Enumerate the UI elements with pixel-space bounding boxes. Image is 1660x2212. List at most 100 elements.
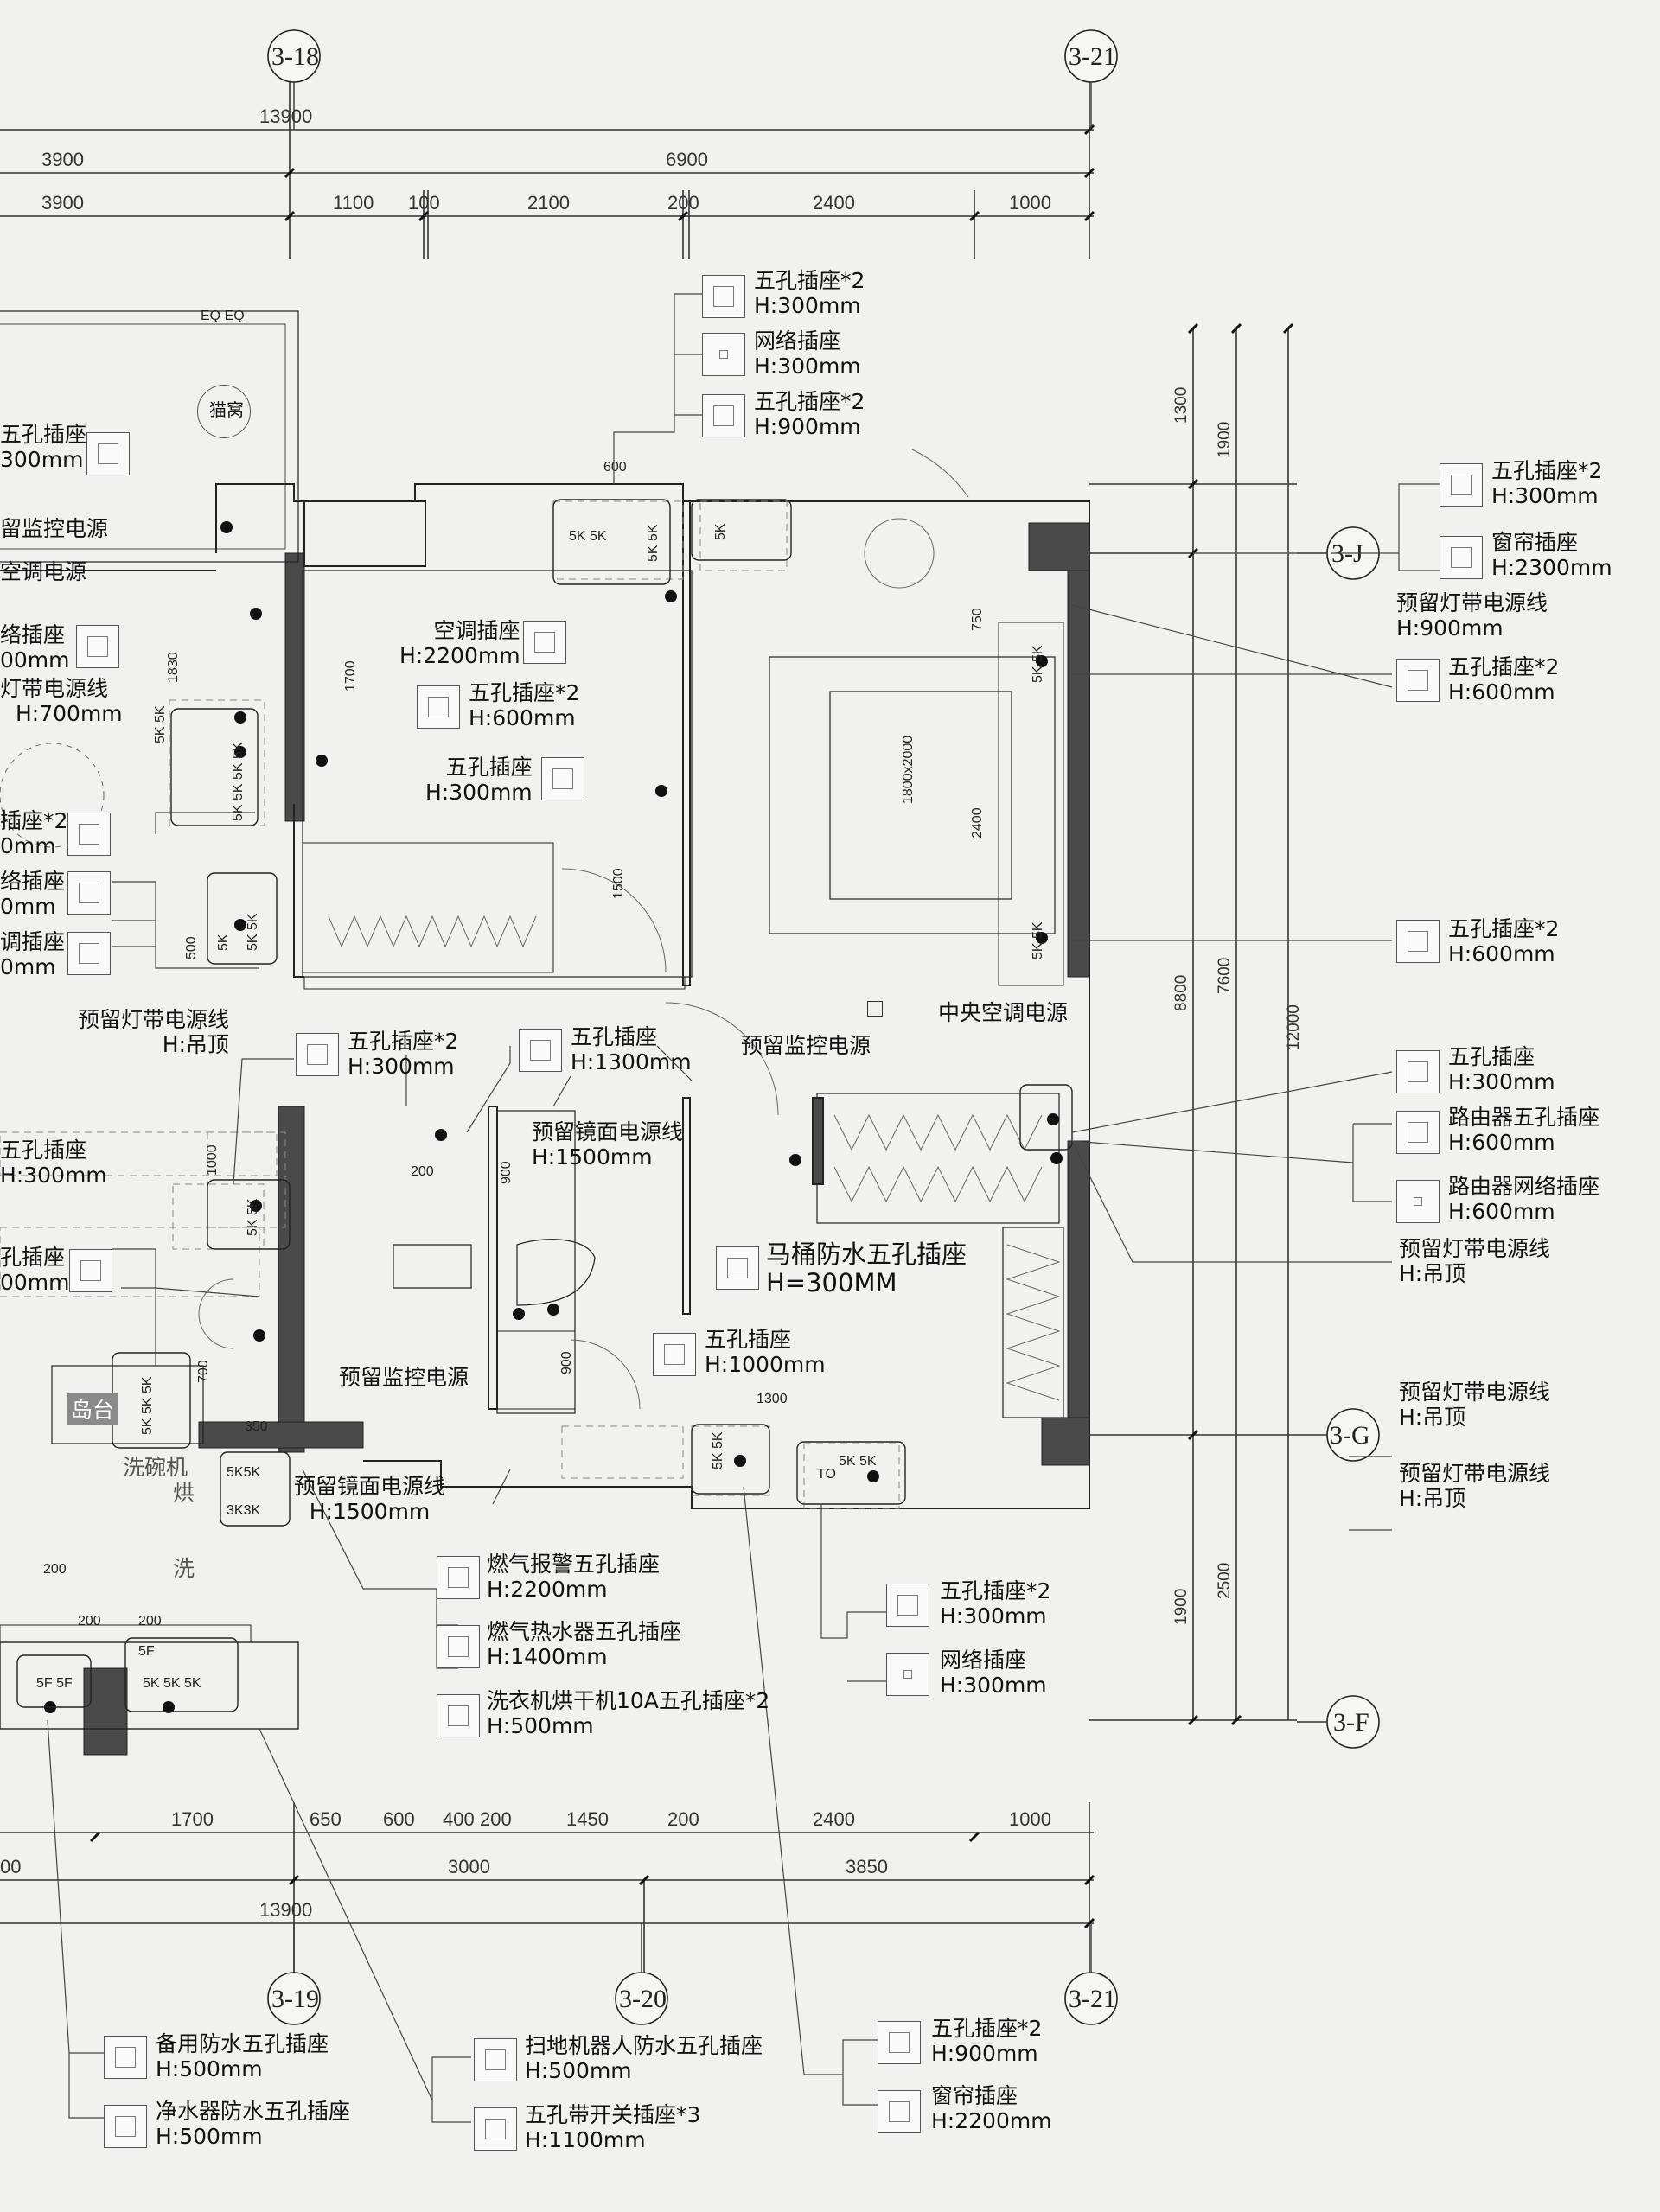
outlet-symbol bbox=[67, 813, 111, 856]
outlet-symbol bbox=[86, 432, 130, 475]
svg-text:750: 750 bbox=[970, 608, 985, 631]
curtain-outlet-symbol bbox=[1440, 536, 1483, 579]
svg-text:2500: 2500 bbox=[1216, 1563, 1234, 1599]
svg-text:5K 5K 5K 5K: 5K 5K 5K 5K bbox=[231, 742, 246, 821]
axis-bubble-bottom-2: 3-20 bbox=[619, 1985, 667, 2013]
svg-text:5K 5K: 5K 5K bbox=[1031, 645, 1045, 683]
svg-text:650: 650 bbox=[310, 1808, 342, 1830]
svg-text:5K 5K: 5K 5K bbox=[246, 913, 260, 951]
axis-bubble-right-3: 3-F bbox=[1333, 1708, 1370, 1737]
svg-text:900: 900 bbox=[499, 1161, 514, 1184]
svg-text:5K 5K: 5K 5K bbox=[839, 1454, 877, 1469]
waterproof-outlet-symbol bbox=[104, 2036, 147, 2079]
dishwasher-label: 洗碗机 bbox=[123, 1455, 188, 1480]
wash-label: 洗 bbox=[173, 1556, 195, 1581]
svg-text:5K 5K: 5K 5K bbox=[646, 524, 661, 562]
outlet-symbol bbox=[1396, 659, 1440, 702]
svg-text:1300: 1300 bbox=[757, 1392, 788, 1406]
svg-text:1500: 1500 bbox=[611, 868, 626, 899]
svg-text:200: 200 bbox=[411, 1164, 434, 1179]
svg-text:3K3K: 3K3K bbox=[227, 1503, 260, 1518]
monitor-power-label: 预留监控电源 bbox=[741, 1033, 872, 1058]
svg-text:6900: 6900 bbox=[666, 149, 708, 170]
socket-label: 空调电源 bbox=[0, 559, 87, 584]
svg-text:7600: 7600 bbox=[1216, 958, 1234, 994]
svg-text:5K 5K 5K: 5K 5K 5K bbox=[140, 1376, 155, 1435]
svg-text:200: 200 bbox=[43, 1562, 67, 1577]
svg-text:5K5K: 5K5K bbox=[227, 1465, 260, 1480]
svg-text:13900: 13900 bbox=[259, 105, 312, 127]
svg-text:1830: 1830 bbox=[166, 652, 181, 683]
axis-bubble-top-1: 3-18 bbox=[271, 42, 319, 71]
ac-outlet-symbol bbox=[523, 621, 566, 664]
outlet-symbol bbox=[702, 394, 745, 437]
svg-text:5K: 5K bbox=[216, 934, 231, 951]
svg-text:5K 5K 5K: 5K 5K 5K bbox=[143, 1676, 201, 1691]
svg-text:2400: 2400 bbox=[970, 807, 985, 838]
svg-text:1300: 1300 bbox=[1172, 387, 1191, 424]
svg-text:100: 100 bbox=[408, 192, 440, 214]
svg-text:5K 5K: 5K 5K bbox=[569, 529, 607, 544]
outlet-symbol bbox=[437, 1556, 480, 1599]
svg-text:1700: 1700 bbox=[171, 1808, 214, 1830]
axis-bubble-top-2: 3-21 bbox=[1069, 42, 1116, 71]
svg-text:200: 200 bbox=[138, 1614, 162, 1629]
outlet-symbol bbox=[69, 1249, 112, 1292]
svg-text:1100: 1100 bbox=[333, 192, 374, 214]
outlet-symbol bbox=[417, 685, 460, 729]
svg-text:5K: 5K bbox=[713, 523, 728, 540]
outlet-symbol bbox=[653, 1333, 696, 1376]
outlet-symbol bbox=[296, 1033, 339, 1076]
svg-text:3000: 3000 bbox=[448, 1856, 490, 1877]
svg-text:200: 200 bbox=[667, 1808, 699, 1830]
svg-text:TO: TO bbox=[817, 1467, 836, 1482]
cat-nest-circle bbox=[197, 385, 251, 438]
svg-text:600: 600 bbox=[383, 1808, 415, 1830]
axis-bubble-bottom-1: 3-19 bbox=[271, 1985, 319, 2013]
waterproof-outlet-symbol bbox=[104, 2105, 147, 2148]
central-ac-label: 中央空调电源 bbox=[938, 1000, 1069, 1025]
svg-text:5K 5K: 5K 5K bbox=[153, 705, 168, 743]
svg-text:900: 900 bbox=[559, 1351, 574, 1374]
outlet-symbol bbox=[1396, 1050, 1440, 1093]
outlet-symbol bbox=[1440, 463, 1483, 507]
bed-size-label: 1800x2000 bbox=[901, 736, 916, 804]
svg-text:1450: 1450 bbox=[566, 1808, 609, 1830]
socket-label: 留监控电源 bbox=[0, 516, 109, 541]
outlet-symbol bbox=[437, 1694, 480, 1737]
svg-text:1900: 1900 bbox=[1216, 422, 1234, 458]
outlet-symbol bbox=[878, 2021, 921, 2064]
svg-text:3900: 3900 bbox=[42, 192, 84, 214]
svg-text:5K 5K: 5K 5K bbox=[711, 1431, 725, 1469]
network-outlet-symbol bbox=[702, 333, 745, 376]
router-network-symbol bbox=[1396, 1180, 1440, 1223]
svg-text:12000: 12000 bbox=[1285, 1004, 1303, 1050]
router-outlet-symbol bbox=[1396, 1111, 1440, 1154]
outlet-symbol bbox=[886, 1584, 929, 1627]
svg-text:5K 5K: 5K 5K bbox=[1031, 921, 1045, 959]
